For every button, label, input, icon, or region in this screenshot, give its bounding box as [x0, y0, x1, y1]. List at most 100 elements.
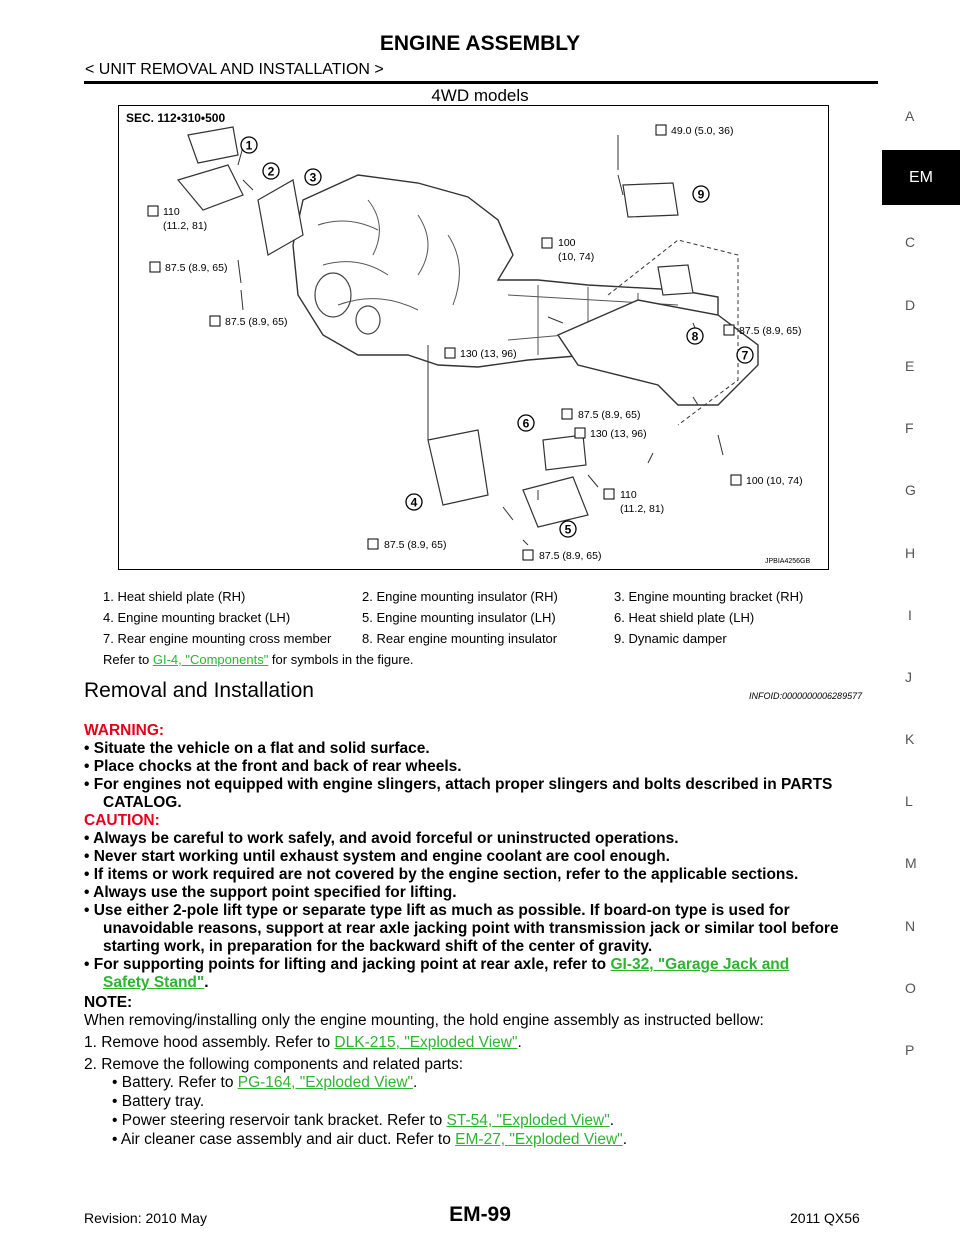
dynamic-damper-shape	[622, 182, 679, 218]
torque-label: 130 (13, 96)	[590, 428, 647, 440]
legend-item: 7. Rear engine mounting cross member	[103, 631, 332, 646]
link-st-54[interactable]: ST-54, "Exploded View"	[446, 1112, 610, 1129]
torque-label: 49.0 (5.0, 36)	[671, 125, 733, 137]
side-index-em-active[interactable]: EM	[882, 150, 960, 205]
step-1: 1. Remove hood assembly. Refer to DLK-21…	[84, 1034, 522, 1051]
link-em-27[interactable]: EM-27, "Exploded View"	[455, 1131, 623, 1148]
torque-wrench-icon	[574, 427, 586, 439]
legend-item: 2. Engine mounting insulator (RH)	[362, 589, 558, 604]
torque-label: (11.2, 81)	[163, 220, 207, 232]
link-pg-164[interactable]: PG-164, "Exploded View"	[237, 1074, 414, 1091]
torque-label: 130 (13, 96)	[460, 348, 517, 360]
legend-item: 5. Engine mounting insulator (LH)	[362, 610, 556, 625]
torque-label: (10, 74)	[558, 251, 594, 263]
warning-item-cont: CATALOG.	[103, 794, 182, 811]
warning-item: • Situate the vehicle on a flat and soli…	[84, 740, 430, 757]
side-index-i[interactable]: I	[908, 607, 912, 623]
step-2: 2. Remove the following components and r…	[84, 1056, 464, 1073]
bracket-lh-shape	[427, 429, 489, 506]
side-index-d[interactable]: D	[905, 297, 916, 313]
torque-wrench-icon	[655, 124, 667, 136]
diagram-section-label: SEC. 112•310•500	[126, 111, 225, 125]
link-dlk-215[interactable]: DLK-215, "Exploded View"	[334, 1034, 518, 1051]
caution-item: • Always use the support point specified…	[84, 884, 457, 901]
callout-1: 1	[240, 136, 258, 154]
caution-item: • Never start working until exhaust syst…	[84, 848, 670, 865]
footer-page-number: EM-99	[449, 1203, 511, 1226]
legend-reference: Refer to GI-4, "Components" for symbols …	[103, 652, 414, 667]
step-2-item: • Battery. Refer to PG-164, "Exploded Vi…	[112, 1074, 418, 1091]
caution-label: CAUTION:	[84, 812, 160, 829]
caution-item-cont: Safety Stand".	[103, 974, 209, 991]
svg-text:7: 7	[742, 349, 749, 363]
insulator-rh-shape	[176, 164, 244, 211]
header-divider	[84, 81, 878, 84]
torque-label: 87.5 (8.9, 65)	[225, 316, 287, 328]
step-2-item: • Power steering reservoir tank bracket.…	[112, 1112, 615, 1129]
footer-model: 2011 QX56	[790, 1210, 860, 1226]
torque-label: 87.5 (8.9, 65)	[384, 539, 446, 551]
svg-text:4: 4	[411, 496, 418, 510]
svg-text:9: 9	[698, 188, 705, 202]
caution-item: • If items or work required are not cove…	[84, 866, 799, 883]
warning-item: • Place chocks at the front and back of …	[84, 758, 462, 775]
insulator-lh-shape	[522, 476, 589, 528]
step-2-item: • Air cleaner case assembly and air duct…	[112, 1131, 627, 1148]
link-gi-32-cont[interactable]: Safety Stand"	[103, 974, 205, 991]
note-label: NOTE:	[84, 994, 133, 1011]
figure-caption: 4WD models	[431, 86, 529, 105]
side-index-j[interactable]: J	[905, 669, 912, 685]
side-index-m[interactable]: M	[905, 855, 917, 871]
torque-label: 110	[620, 489, 637, 501]
torque-wrench-icon	[603, 488, 615, 500]
torque-wrench-icon	[147, 205, 159, 217]
side-index-g[interactable]: G	[905, 482, 916, 498]
torque-label: 100	[558, 237, 576, 249]
side-index-n[interactable]: N	[905, 918, 916, 934]
callout-5: 5	[559, 520, 577, 538]
warning-label: WARNING:	[84, 722, 165, 739]
caution-item: • For supporting points for lifting and …	[84, 956, 790, 973]
callout-2: 2	[262, 162, 280, 180]
support-outline	[607, 239, 739, 426]
caution-item: • Always be careful to work safely, and …	[84, 830, 679, 847]
callout-4: 4	[405, 493, 423, 511]
heat-shield-lh-shape	[542, 434, 587, 471]
legend-item: 4. Engine mounting bracket (LH)	[103, 610, 291, 625]
side-index-f[interactable]: F	[905, 420, 914, 436]
side-index-c[interactable]: C	[905, 234, 916, 250]
torque-wrench-icon	[522, 549, 534, 561]
legend-item: 6. Heat shield plate (LH)	[614, 610, 755, 625]
svg-text:8: 8	[692, 330, 699, 344]
cross-member-shape	[556, 299, 759, 406]
bracket-rh-shape	[257, 179, 304, 256]
caution-item-cont: starting work, in preparation for the ba…	[103, 938, 653, 955]
link-gi-32[interactable]: GI-32, "Garage Jack and	[610, 956, 790, 973]
side-index-p[interactable]: P	[905, 1042, 915, 1058]
torque-label: 100 (10, 74)	[746, 475, 803, 487]
svg-text:1: 1	[246, 139, 253, 153]
torque-label: 87.5 (8.9, 65)	[578, 409, 640, 421]
torque-wrench-icon	[209, 315, 221, 327]
svg-text:6: 6	[523, 417, 530, 431]
torque-label: 110	[163, 206, 180, 218]
callout-8: 8	[686, 327, 704, 345]
link-gi-4[interactable]: GI-4, "Components"	[152, 652, 269, 667]
torque-wrench-icon	[561, 408, 573, 420]
side-index-o[interactable]: O	[905, 980, 916, 996]
torque-wrench-icon	[367, 538, 379, 550]
page-title: ENGINE ASSEMBLY	[379, 32, 581, 55]
caution-item-cont: unavoidable reasons, support at rear axl…	[103, 920, 839, 937]
svg-text:2: 2	[268, 165, 275, 179]
heat-shield-rh-shape	[187, 126, 239, 164]
legend-item: 9. Dynamic damper	[614, 631, 727, 646]
side-index-k[interactable]: K	[905, 731, 915, 747]
side-index-l[interactable]: L	[905, 793, 913, 809]
torque-wrench-icon	[730, 474, 742, 486]
step-2-item: • Battery tray.	[112, 1093, 205, 1110]
side-index-h[interactable]: H	[905, 545, 916, 561]
side-index-a[interactable]: A	[905, 108, 915, 124]
callout-6: 6	[517, 414, 535, 432]
legend-item: 8. Rear engine mounting insulator	[362, 631, 558, 646]
side-index-e[interactable]: E	[905, 358, 915, 374]
